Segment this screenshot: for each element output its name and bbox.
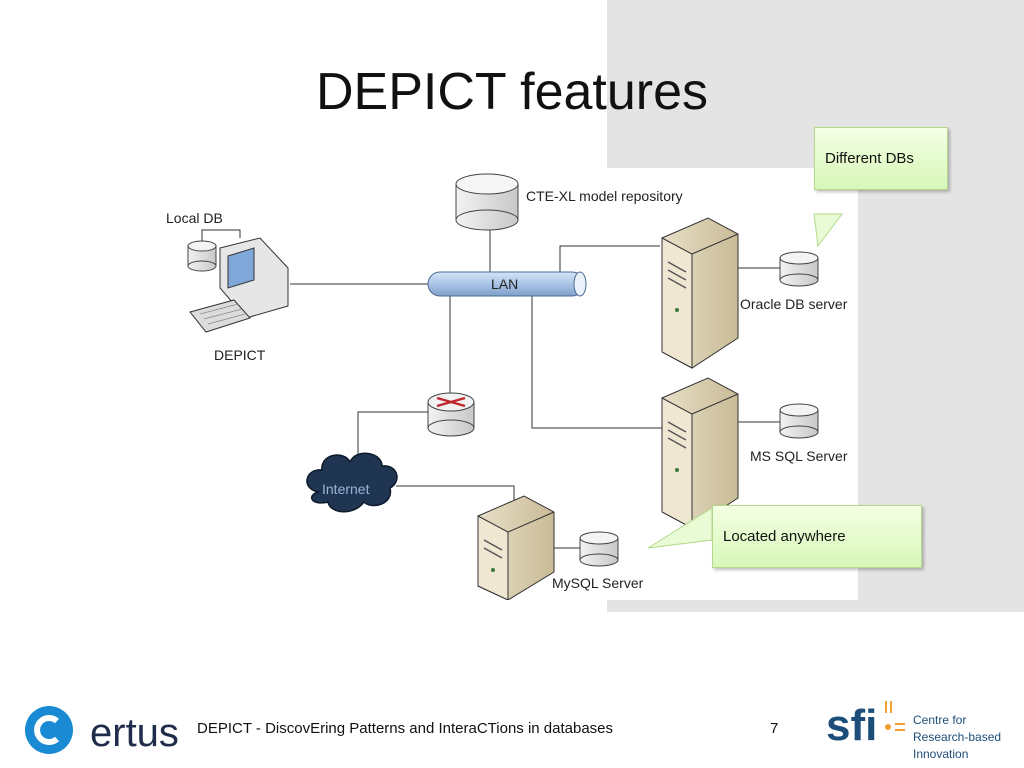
callout-different-dbs: Different DBs <box>814 127 948 190</box>
callout-tail-different-dbs <box>813 213 843 248</box>
lan-bus-icon <box>427 271 587 297</box>
repository-icon <box>455 173 519 231</box>
slide-title: DEPICT features <box>315 63 709 121</box>
certus-c-icon <box>25 706 73 754</box>
page-number: 7 <box>770 720 779 737</box>
link-lan-mssql <box>531 296 662 429</box>
internet-cloud-icon <box>306 452 398 513</box>
local-db-label: Local DB <box>166 210 223 226</box>
mssql-server-icon <box>661 377 739 529</box>
repository-label: CTE-XL model repository <box>526 188 683 204</box>
mysql-server-icon <box>477 495 555 600</box>
sfi-letters: sfi <box>826 701 878 750</box>
link-internet-mysql <box>396 485 515 500</box>
mysql-db-icon <box>579 531 619 567</box>
router-icon <box>427 392 475 437</box>
link-router-internet <box>357 411 428 468</box>
sfi-line-1: Centre for <box>913 713 967 727</box>
sfi-line-3: Innovation <box>913 747 969 761</box>
link-localdb-pc <box>201 229 241 244</box>
footer-caption: DEPICT - DiscovEring Patterns and Intera… <box>197 720 614 737</box>
local-db-icon <box>187 240 217 272</box>
sfi-logo: sfi Centre for Research-based Innovation <box>826 697 1006 767</box>
callout-located-anywhere: Located anywhere <box>712 505 922 568</box>
depict-label: DEPICT <box>214 347 266 363</box>
mssql-db-icon <box>779 403 819 439</box>
lan-label: LAN <box>491 276 519 292</box>
link-lan-oracle <box>559 245 660 272</box>
oracle-server-icon <box>661 217 739 369</box>
sfi-line-2: Research-based <box>913 730 1002 744</box>
mssql-label: MS SQL Server <box>750 448 848 464</box>
callout-different-dbs-text: Different DBs <box>825 150 914 167</box>
mysql-label: MySQL Server <box>552 575 644 591</box>
certus-wordmark: ertus <box>90 711 179 755</box>
sfi-mark-icon <box>885 701 905 731</box>
internet-label: Internet <box>322 481 370 497</box>
diagram-canvas <box>187 173 843 600</box>
workstation-icon <box>189 237 289 333</box>
oracle-db-icon <box>779 251 819 287</box>
oracle-label: Oracle DB server <box>740 296 848 312</box>
callout-located-anywhere-text: Located anywhere <box>723 528 846 545</box>
connection-lines <box>201 220 780 549</box>
